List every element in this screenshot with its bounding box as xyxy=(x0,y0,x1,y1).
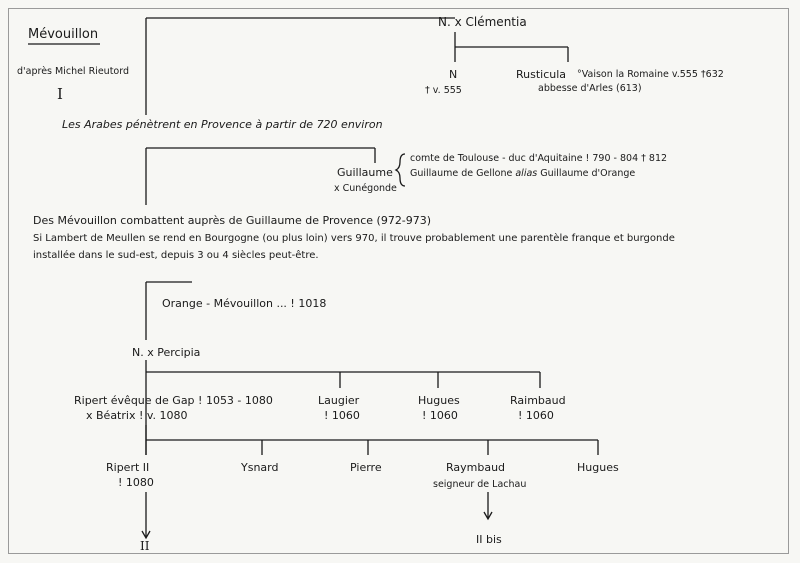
gen4-ysnard: Ysnard xyxy=(241,461,279,474)
continuation-right-label: II bis xyxy=(476,533,502,546)
gen0-child2-title: abbesse d'Arles (613) xyxy=(538,83,642,94)
gen0-child1-dates: † v. 555 xyxy=(425,85,462,96)
gen4-pierre: Pierre xyxy=(350,461,382,474)
paragraph-line-2: Si Lambert de Meullen se rend en Bourgog… xyxy=(33,233,675,244)
paragraph-line-3: installée dans le sud-est, depuis 3 ou 4… xyxy=(33,250,319,261)
gen4-hugues: Hugues xyxy=(577,461,619,474)
gen1-alias-line: Guillaume de Gellone alias Guillaume d'O… xyxy=(410,167,635,180)
gen1-title-line: comte de Toulouse - duc d'Aquitaine ! 79… xyxy=(410,153,668,164)
arrow-right-head xyxy=(483,511,493,521)
gen1-alias-c: Guillaume d'Orange xyxy=(540,168,636,179)
gen3-ripert: Ripert évêque de Gap ! 1053 - 1080 xyxy=(74,394,273,407)
gen3-hugues-date: ! 1060 xyxy=(422,409,458,422)
page-frame xyxy=(8,8,789,554)
source-credit: d'après Michel Rieutord xyxy=(17,66,130,77)
gen1-alias-a: Guillaume de Gellone xyxy=(410,168,513,179)
gen3-raimbaud: Raimbaud xyxy=(510,394,566,407)
guillaume-brace xyxy=(394,153,406,187)
gen0-child2-birth-death: °Vaison la Romaine v.555 †632 xyxy=(577,69,724,80)
orange-note: Orange - Mévouillon ... ! 1018 xyxy=(162,297,327,310)
section-numeral: I xyxy=(57,85,63,103)
page-title: Mévouillon xyxy=(28,27,99,42)
note-arabs: Les Arabes pénètrent en Provence à parti… xyxy=(62,118,383,131)
gen1-alias-b: alias xyxy=(515,168,538,179)
gen0-child1-name: N xyxy=(449,68,458,81)
continuation-left-label: II xyxy=(140,539,150,553)
gen4-ripert2: Ripert II xyxy=(106,461,150,474)
paragraph-line-1: Des Mévouillon combattent auprès de Guil… xyxy=(33,214,432,227)
gen4-raymbaud-title: seigneur de Lachau xyxy=(433,479,527,490)
gen2-couple: N. x Percipia xyxy=(132,346,201,359)
gen3-laugier-date: ! 1060 xyxy=(324,409,360,422)
gen0-child2-name: Rusticula xyxy=(516,68,567,81)
gen3-ripert-spouse: x Béatrix ! v. 1080 xyxy=(86,409,188,422)
arrow-left-head xyxy=(141,530,151,540)
gen3-hugues: Hugues xyxy=(418,394,460,407)
gen3-raimbaud-date: ! 1060 xyxy=(518,409,554,422)
gen1-spouse: x Cunégonde xyxy=(334,183,397,194)
gen4-raymbaud: Raymbaud xyxy=(446,461,506,474)
gen4-ripert2-date: ! 1080 xyxy=(118,476,154,489)
gen3-laugier: Laugier xyxy=(318,394,360,407)
gen0-couple: N. x Clémentia xyxy=(438,15,527,29)
gen1-name: Guillaume xyxy=(337,166,393,179)
